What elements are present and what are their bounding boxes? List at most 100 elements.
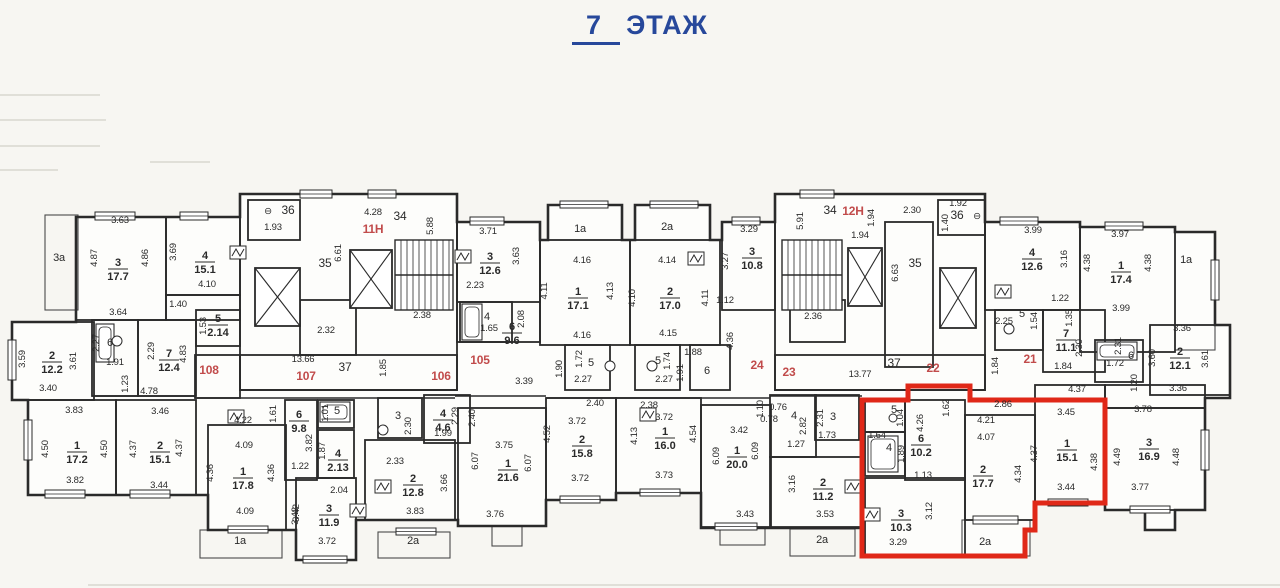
dimension-label: 4.07 [977,432,995,443]
dimension-label: 2.33 [386,456,404,467]
dimension-label: 1.92 [949,198,967,209]
dimension-label: 3.72 [318,536,336,547]
panel-icon-zigzag [641,409,655,420]
dimension-label: 4.10 [627,289,638,307]
dimension-label: 6.09 [750,442,761,460]
room-number: 4 [1029,247,1036,259]
dimension-label: 6 [1128,350,1134,362]
dimension-label: 35 [909,256,922,270]
dimension-label: 4.36 [725,332,736,350]
room-number: 2 [820,477,826,489]
dimension-label: 4.13 [629,427,640,445]
dimension-label: 2.30 [1074,339,1085,357]
dimension-label: 3 [395,410,401,422]
dimension-label: 13.77 [849,369,872,380]
wall [1094,339,1144,383]
dimension-label: 2.86 [994,399,1012,410]
dimension-label: 1.65 [480,323,498,334]
dimension-label: 2.04 [330,485,348,496]
panel-icon-zigzag [231,247,245,258]
room-area: 12.6 [1021,261,1042,273]
dimension-label: 37 [339,360,352,374]
room-area: 12.6 [479,265,500,277]
dimension-label: 2.36 [804,311,822,322]
room-area: 17.4 [1110,274,1132,286]
dimension-label: 4.38 [1089,453,1100,471]
wall [459,301,513,343]
room-number: 1 [734,445,740,457]
dimension-label: 1.12 [716,295,734,306]
dimension-label: 4.16 [573,255,591,266]
room-number: 3 [115,257,121,269]
wall [1042,309,1106,373]
dimension-label: 3.16 [787,475,798,493]
dimension-label: 3.36 [1173,323,1191,334]
dimension-label: 1.54 [1029,312,1040,330]
dimension-label: 1.93 [264,222,282,233]
dimension-label: 2.30 [403,417,414,435]
dimension-label: 1.87 [317,442,328,460]
dimension-label: 1.84 [1054,361,1072,372]
dimension-label: 4.36 [205,464,216,482]
dimension-label: 1.89 [896,445,907,463]
dimension-label: 3.43 [736,509,754,520]
dimension-label: 1.22 [1051,293,1069,304]
dimension-label: 3.64 [109,307,127,318]
dimension-label: 4.50 [99,440,110,458]
dimension-label: 4.50 [40,440,51,458]
dimension-label: 1.62 [941,399,952,417]
dimension-label: 2а [407,535,420,547]
dimension-label: 3.73 [655,470,673,481]
dimension-label: 5 [1019,308,1025,320]
room-number: 1 [575,286,581,298]
dimension-label: 3.66 [439,474,450,492]
dimension-label: 5.88 [425,217,436,235]
dimension-label: 1.90 [554,360,565,378]
dimension-label: 1.64 [868,430,886,441]
toilet-icon [646,360,658,372]
dimension-label: 4.37 [128,440,139,458]
dimension-label: 3.44 [1057,482,1075,493]
bathtub-icon-inner [1099,344,1135,358]
dimension-label: 6 [704,365,710,377]
dimension-label: 1.84 [990,357,1001,375]
panel-icon-zigzag [456,251,470,262]
dimension-label: 36 [951,208,964,222]
dimension-label: 3.29 [889,537,907,548]
wall [284,399,318,481]
room-number: 1 [240,466,246,478]
room-number: 4 [335,448,342,460]
dimension-label: 4.16 [573,330,591,341]
room-number: 4 [202,250,209,262]
room-area: 10.8 [741,260,762,272]
apartment-number-label: 105 [470,353,490,367]
room-area: 20.0 [726,459,747,471]
dimension-label: 1.91 [106,357,124,368]
apartment-number-label: 108 [199,363,219,377]
room-number: 7 [166,348,172,360]
dimension-label: 2.27 [655,374,673,385]
dimension-label: 5 [655,355,661,367]
wall [423,394,471,444]
room-area: 9.6 [504,335,519,347]
dimension-label: 4.83 [178,345,189,363]
room-area: 10.3 [890,522,911,534]
room-number: 3 [898,508,904,520]
room-number: 3 [326,503,332,515]
dimension-label: 34 [394,209,407,223]
wall [247,199,301,241]
dimension-label: 4.49 [1112,448,1123,466]
dimension-label: 1.73 [818,430,836,441]
balcony [491,525,523,547]
room-area: 12.8 [402,487,423,499]
balcony [44,214,79,311]
dimension-label: 1.53 [198,317,209,335]
dimension-label: 2.08 [516,310,527,328]
dimension-label: 1.72 [574,350,585,368]
dimension-label: 4.37 [174,439,185,457]
dimension-label: 6 [107,337,113,349]
room-area: 11.1 [1056,342,1077,354]
dimension-label: 3.63 [111,215,129,226]
dimension-label: 3.83 [65,405,83,416]
dimension-label: 3.61 [1200,350,1211,368]
